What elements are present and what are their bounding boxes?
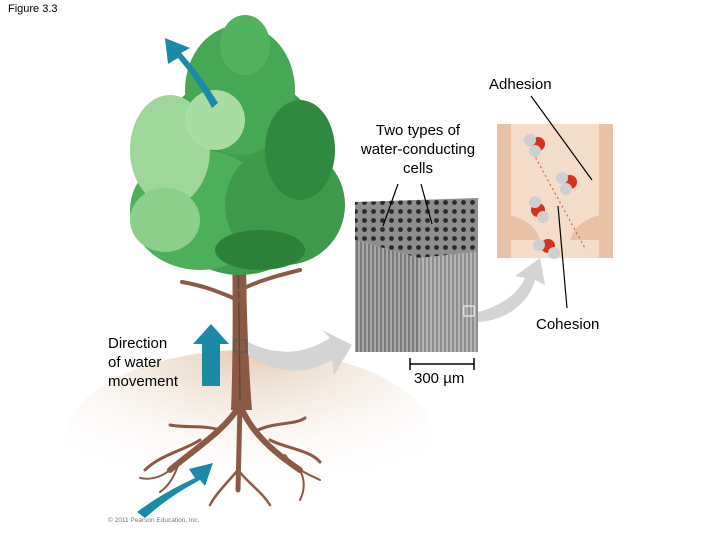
direction-label-line: Direction: [108, 335, 168, 352]
foliage: [130, 15, 345, 275]
callout-arrow: [248, 330, 352, 375]
scale-bar: [409, 358, 475, 370]
curved-arrow-icon: [165, 38, 218, 108]
adhesion-label: Adhesion: [489, 76, 552, 93]
direction-label-line: of water: [108, 354, 162, 371]
cohesion-label: Cohesion: [536, 316, 600, 333]
trunk-sample-box: [233, 339, 247, 353]
xylem-micrograph: [355, 198, 478, 352]
roots: [139, 402, 322, 507]
up-arrow-icon: [193, 324, 229, 386]
callout-arrow: [478, 258, 545, 322]
copyright-text: © 2011 Pearson Education, Inc.: [108, 517, 200, 524]
curved-arrow-icon: [137, 463, 213, 518]
cells-label-line: cells: [402, 160, 433, 177]
leader-lines: [382, 95, 593, 309]
scale-bar-label: 300 µm: [414, 370, 465, 387]
vessel-closeup: [497, 124, 613, 258]
figure-label: Figure 3.3: [8, 3, 58, 15]
direction-label-line: movement: [108, 373, 179, 390]
cells-label-line: water-conducting: [360, 141, 476, 158]
water-molecules: [524, 134, 577, 259]
soil: [65, 350, 435, 530]
cells-label: Two types of water-conducting cells: [348, 121, 488, 178]
cells-label-line: Two types of: [375, 122, 461, 139]
direction-label: Direction of water movement: [108, 334, 178, 391]
